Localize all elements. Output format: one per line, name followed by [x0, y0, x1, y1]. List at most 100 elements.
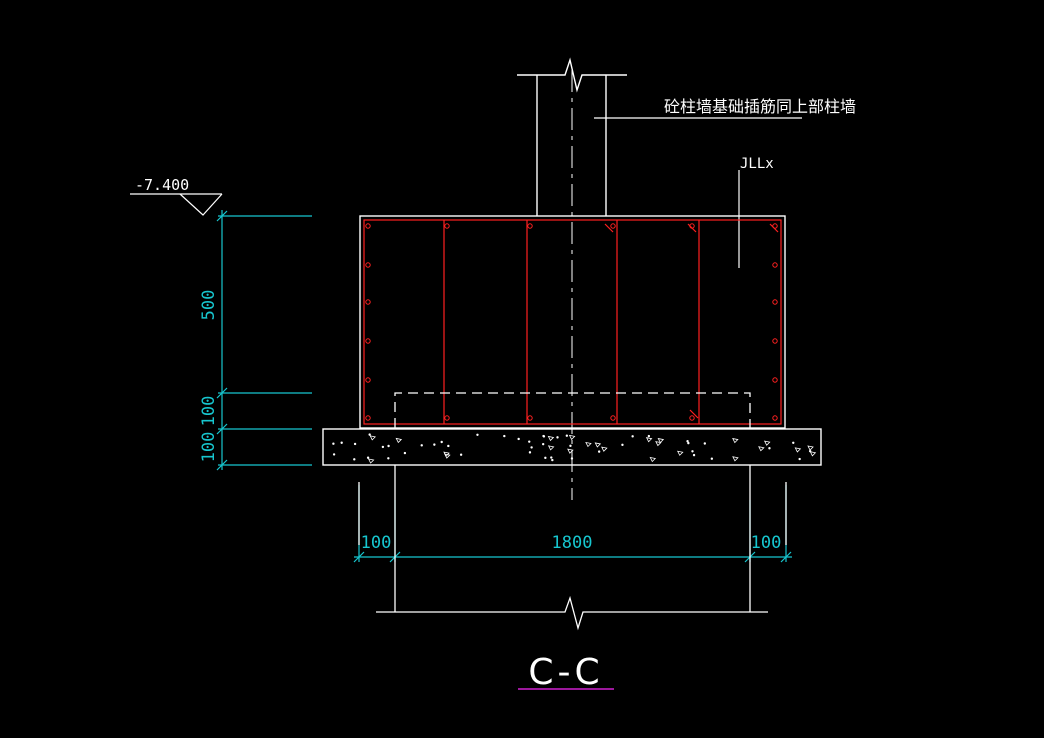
- rebar-dot: [527, 223, 533, 229]
- bottom-break-line: [358, 465, 787, 631]
- rebar-dot: [610, 223, 616, 229]
- hatch-mark: [567, 448, 574, 454]
- hatch-mark: [332, 442, 335, 445]
- rebar-dot: [772, 262, 778, 268]
- rebar-dot: [527, 415, 533, 421]
- concrete-cushion: [322, 428, 822, 466]
- hatch-mark: [794, 447, 802, 453]
- hatch-mark: [692, 453, 696, 457]
- rebar-dot: [365, 415, 371, 421]
- hatch-mark: [657, 437, 665, 444]
- hatch-mark: [387, 444, 390, 448]
- dim-label-horizontal: 1800: [552, 533, 593, 553]
- rebar-dot: [444, 223, 450, 229]
- rebar-cage: [363, 219, 782, 425]
- hatch-mark: [597, 450, 601, 453]
- hatch-mark: [677, 450, 684, 456]
- rebar-dot: [365, 223, 371, 229]
- hatch-mark: [645, 437, 653, 443]
- rebar-dot: [365, 338, 371, 344]
- elevation-label: -7.400: [135, 176, 189, 194]
- hatch-mark: [768, 447, 771, 450]
- rebar-dot: [689, 223, 695, 229]
- hatch-mark: [809, 451, 817, 457]
- dim-label-horizontal: 100: [361, 533, 392, 553]
- hatch-mark: [447, 444, 450, 448]
- hatch-mark: [353, 458, 356, 461]
- vertical-dimension-chain: [216, 210, 312, 471]
- rebar-note-label: 砼柱墙基础插筋同上部柱墙: [664, 97, 856, 116]
- dim-label-vertical: 100: [199, 396, 219, 427]
- hatch-mark: [655, 441, 662, 447]
- rebar-dot: [610, 415, 616, 421]
- hatch-mark: [703, 442, 707, 445]
- hatch-mark: [353, 442, 357, 446]
- hatch-mark: [476, 433, 479, 436]
- rebar-dot: [365, 262, 371, 268]
- rebar-dot: [444, 415, 450, 421]
- hatch-mark: [732, 438, 739, 444]
- foundation-beam-outline: [359, 215, 786, 429]
- dim-label-vertical: 100: [199, 432, 219, 463]
- beam-tag-label: JLLx: [740, 156, 774, 172]
- hatch-mark: [395, 437, 403, 444]
- hatch-mark: [440, 440, 443, 444]
- rebar-bars: [365, 223, 778, 421]
- hatch-mark: [691, 450, 694, 453]
- hatch-mark: [503, 434, 506, 438]
- hatch-mark: [594, 442, 602, 448]
- rebar-dot: [689, 415, 695, 421]
- hatch-mark: [686, 440, 689, 443]
- hatch-mark: [528, 451, 532, 454]
- hatch-mark: [687, 441, 690, 445]
- hatch-mark: [568, 434, 576, 441]
- hatch-mark: [367, 458, 375, 464]
- hatch-mark: [517, 437, 520, 441]
- hatch-mark: [569, 444, 572, 448]
- hatch-mark: [541, 442, 545, 446]
- rebar-dot: [772, 338, 778, 344]
- stirrup-hook: [689, 409, 699, 419]
- rebar-dot: [365, 299, 371, 305]
- hatch-mark: [732, 456, 739, 462]
- hatch-mark: [547, 445, 555, 451]
- hatch-mark: [556, 436, 559, 439]
- hatch-mark: [547, 435, 555, 442]
- hatch-mark: [710, 457, 714, 460]
- rebar-dot: [772, 415, 778, 421]
- hatch-mark: [649, 456, 657, 463]
- concrete-hatch: [332, 433, 817, 464]
- hatch-mark: [459, 453, 463, 456]
- hatch-mark: [621, 443, 624, 447]
- hatch-mark: [763, 440, 771, 446]
- dim-label-vertical: 500: [199, 290, 219, 321]
- upper-column: [517, 57, 627, 216]
- hatch-mark: [369, 435, 377, 441]
- hatch-mark: [807, 445, 814, 451]
- rebar-dot: [772, 299, 778, 305]
- column-break-line-top: [517, 57, 627, 93]
- hatch-mark: [340, 441, 343, 444]
- hatch-mark: [332, 453, 336, 456]
- rebar-dot: [772, 377, 778, 383]
- hatch-mark: [381, 445, 385, 449]
- section-title: C-C: [528, 652, 603, 693]
- hatch-mark: [542, 434, 545, 438]
- hatch-mark: [550, 456, 553, 459]
- hatch-mark: [530, 446, 533, 449]
- hatch-mark: [387, 457, 390, 460]
- hatch-mark: [551, 458, 554, 462]
- stirrup-hook: [604, 223, 614, 233]
- hatch-mark: [647, 434, 651, 438]
- dim-label-horizontal: 100: [751, 533, 782, 553]
- rebar-dot: [772, 223, 778, 229]
- hatch-mark: [570, 457, 574, 460]
- hatch-mark: [601, 446, 608, 452]
- hatch-mark: [758, 446, 765, 452]
- cushion-dashed-outline: [394, 392, 751, 428]
- hatch-mark: [420, 444, 423, 447]
- hatch-mark: [792, 441, 795, 444]
- hatch-mark: [403, 451, 407, 455]
- elevation-marker: [130, 193, 223, 216]
